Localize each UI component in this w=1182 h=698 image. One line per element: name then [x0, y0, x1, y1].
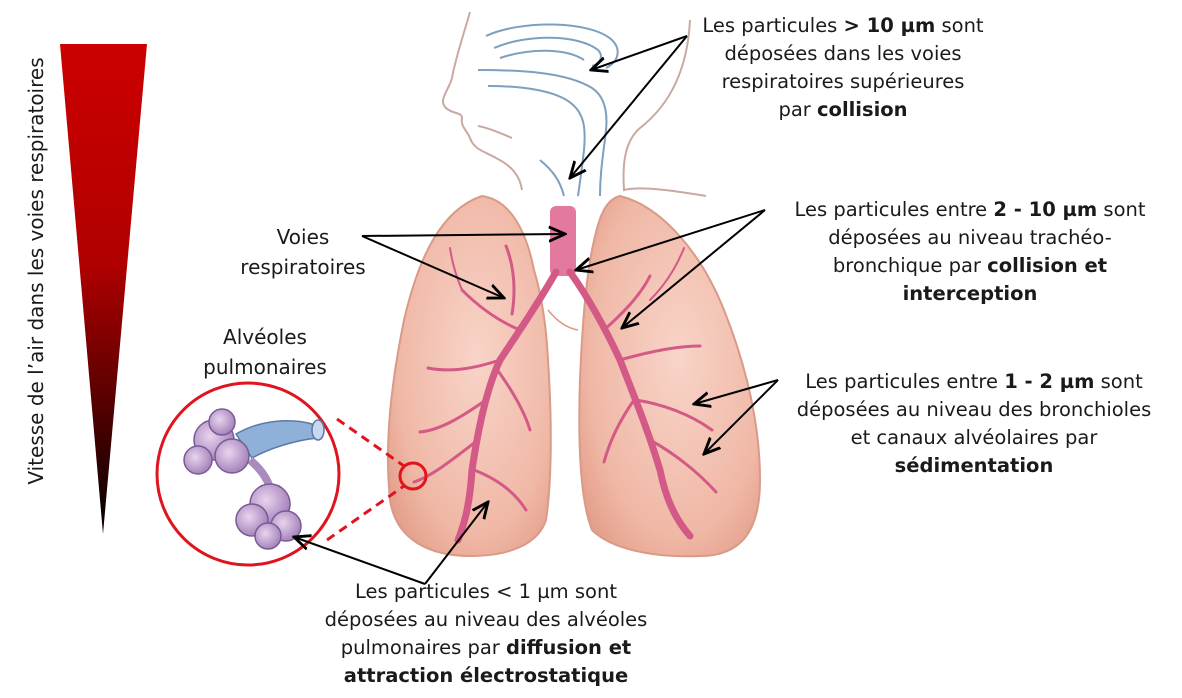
arrow-lt1-alveoli: [294, 537, 425, 584]
annotation-particles-1-2: Les particules entre 1 - 2 µm sont dépos…: [768, 368, 1180, 480]
label-alveoles-pulmonaires: Alvéoles pulmonaires: [180, 322, 350, 382]
lungs-illustration: [388, 196, 760, 556]
arrow-voies-trachea: [362, 234, 565, 236]
velocity-gradient-triangle: [60, 44, 147, 534]
trachea: [550, 206, 576, 276]
annotation-particles-lt1: Les particules < 1 µm sont déposées au n…: [296, 578, 676, 690]
air-velocity-axis-label: Vitesse de l’air dans les voies respirat…: [21, 11, 51, 531]
annotation-particles-2-10: Les particules entre 2 - 10 µm sont dépo…: [760, 196, 1180, 308]
label-voies-respiratoires: Voies respiratoires: [228, 222, 378, 282]
alveoli-zoom-circle: [157, 383, 339, 565]
head-airway-illustration: [443, 12, 706, 196]
annotation-particles-gt10: Les particules > 10 µm sont déposées dan…: [668, 12, 1018, 124]
